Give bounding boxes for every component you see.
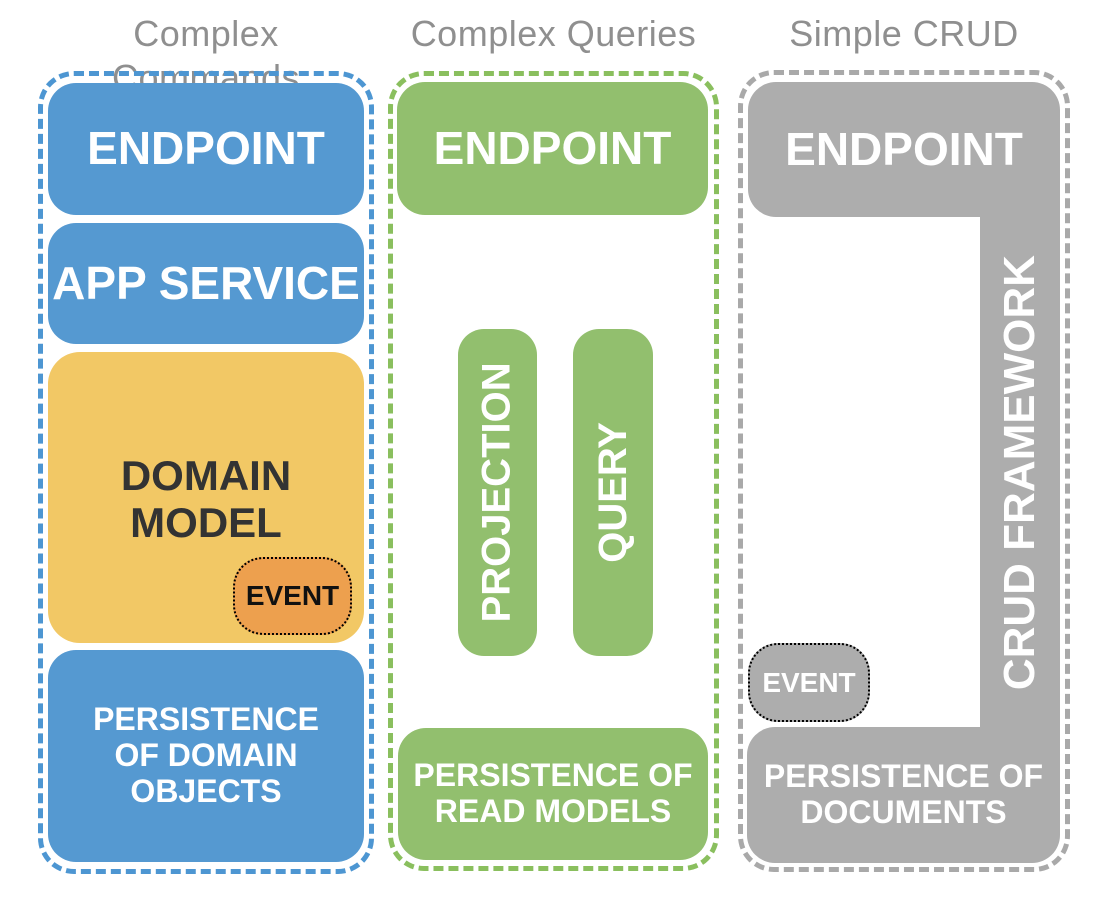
- crud-framework-bar: [980, 120, 1060, 780]
- column-title-simple-crud: Simple CRUD: [789, 13, 1019, 54]
- app-service-label: APP SERVICE: [52, 256, 360, 309]
- endpoint-box-crud: ENDPOINT: [748, 82, 1060, 217]
- endpoint-label-queries: ENDPOINT: [433, 121, 672, 174]
- persistence-read-models-label: PERSISTENCE OF READ MODELS: [413, 757, 693, 829]
- endpoint-label-crud: ENDPOINT: [785, 122, 1023, 175]
- endpoint-label-commands: ENDPOINT: [87, 122, 325, 175]
- domain-event-pill: EVENT: [233, 557, 352, 635]
- complex-commands-container: [38, 71, 374, 874]
- app-service-box: APP SERVICE: [48, 223, 364, 344]
- crud-event-pill: EVENT: [748, 643, 870, 722]
- persistence-domain-objects-label: PERSISTENCE OF DOMAIN OBJECTS: [93, 701, 319, 809]
- domain-event-label: EVENT: [245, 580, 340, 612]
- persistence-documents-label: PERSISTENCE OF DOCUMENTS: [763, 758, 1044, 830]
- column-title-complex-queries: Complex Queries: [410, 13, 697, 54]
- persistence-read-models-box: PERSISTENCE OF READ MODELS: [398, 728, 708, 860]
- persistence-documents-box: PERSISTENCE OF DOCUMENTS: [747, 727, 1060, 863]
- endpoint-box-commands: ENDPOINT: [48, 83, 364, 215]
- endpoint-box-queries: ENDPOINT: [397, 82, 708, 215]
- domain-model-label: DOMAIN MODEL: [120, 452, 292, 547]
- simple-crud-container: [738, 70, 1070, 872]
- persistence-domain-objects-box: PERSISTENCE OF DOMAIN OBJECTS: [48, 650, 364, 862]
- complex-queries-container: [388, 71, 719, 871]
- column-title-complex-commands: Complex Commands: [111, 13, 301, 98]
- crud-event-label: EVENT: [762, 666, 856, 698]
